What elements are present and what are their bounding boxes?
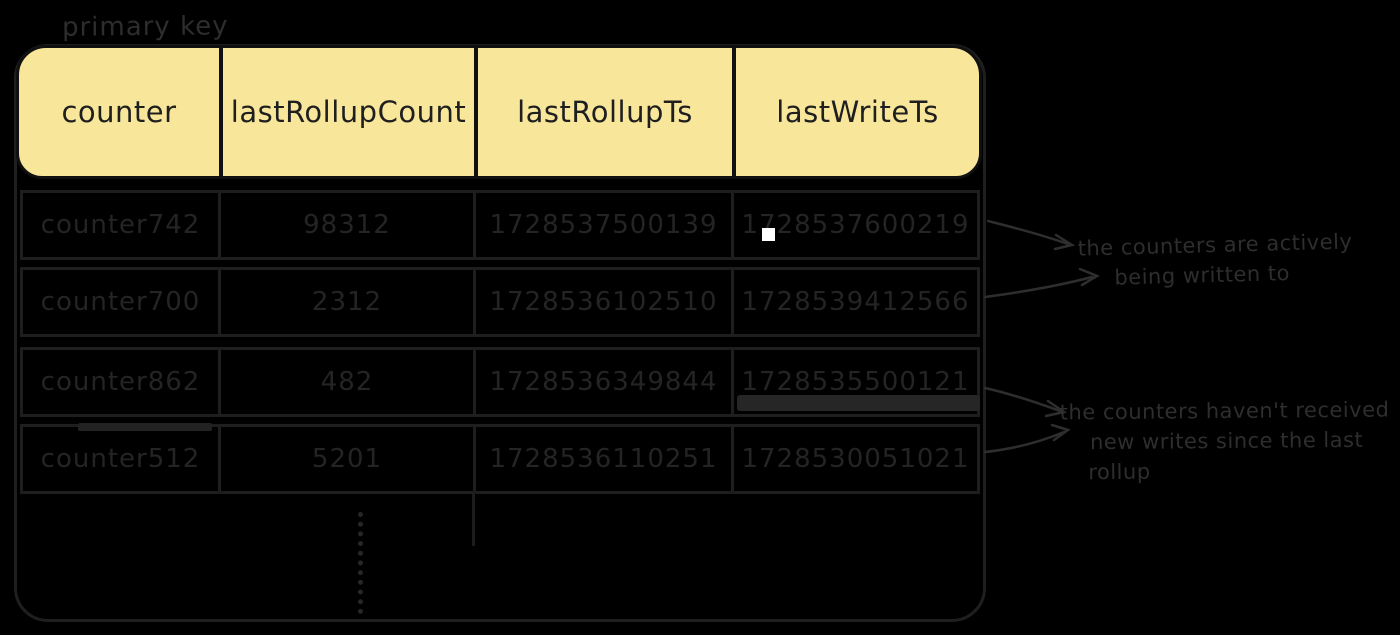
table-row: counter742 98312 1728537500139 172853760… [20, 190, 980, 260]
cell-counter: counter700 [40, 287, 201, 317]
annotation-line: new writes since the last [1089, 427, 1364, 455]
cell-last-write-ts: 1728530051021 [731, 427, 977, 491]
white-square-artifact [762, 228, 775, 241]
column-header-lastwritets: lastWriteTs [732, 48, 979, 176]
cell-last-write-ts: 1728539412566 [731, 270, 977, 334]
cell-last-rollup-count: 2312 [218, 270, 473, 334]
table-row: counter512 5201 1728536110251 1728530051… [20, 424, 980, 494]
column-divider-stub [472, 494, 475, 546]
cell-last-rollup-count: 98312 [218, 193, 473, 257]
arrow-row1-to-active-note [986, 219, 1076, 251]
cell-last-rollup-count: 482 [218, 350, 473, 414]
column-header-counter: counter [61, 95, 177, 129]
cell-last-rollup-ts: 1728536349844 [473, 350, 731, 414]
highlight-bar-small [78, 423, 212, 431]
cell-counter: counter862 [40, 367, 201, 397]
more-rows-ellipsis-icon [358, 512, 363, 614]
column-header-lastrollupcount: lastRollupCount [219, 48, 474, 176]
annotation-actively-written: the counters are actively being written … [1077, 226, 1353, 293]
annotation-line: rollup [1088, 459, 1151, 485]
cell-last-rollup-ts: 1728537500139 [473, 193, 731, 257]
cell-last-rollup-count: 5201 [218, 427, 473, 491]
column-header-lastrollupts: lastRollupTs [474, 48, 732, 176]
table-row: counter700 2312 1728536102510 1728539412… [20, 267, 980, 337]
cell-last-write-ts: 1728535500121 [731, 350, 977, 414]
arrow-row4-to-stale-note [983, 423, 1071, 454]
primary-key-label: primary key [61, 11, 229, 43]
cell-last-rollup-ts: 1728536110251 [473, 427, 731, 491]
cell-counter: counter512 [40, 444, 201, 474]
annotation-line: the counters haven't received [1059, 397, 1390, 425]
cell-last-write-ts: 1728537600219 [731, 193, 977, 257]
table-header-row: counter lastRollupCount lastRollupTs las… [16, 45, 982, 179]
cell-counter: counter742 [40, 210, 201, 240]
annotation-no-new-writes: the counters haven't received new writes… [1060, 395, 1390, 488]
cell-last-rollup-ts: 1728536102510 [473, 270, 731, 334]
annotation-line: being written to [1114, 261, 1291, 290]
arrow-row3-to-stale-note [983, 386, 1068, 418]
highlight-bar [737, 395, 980, 411]
